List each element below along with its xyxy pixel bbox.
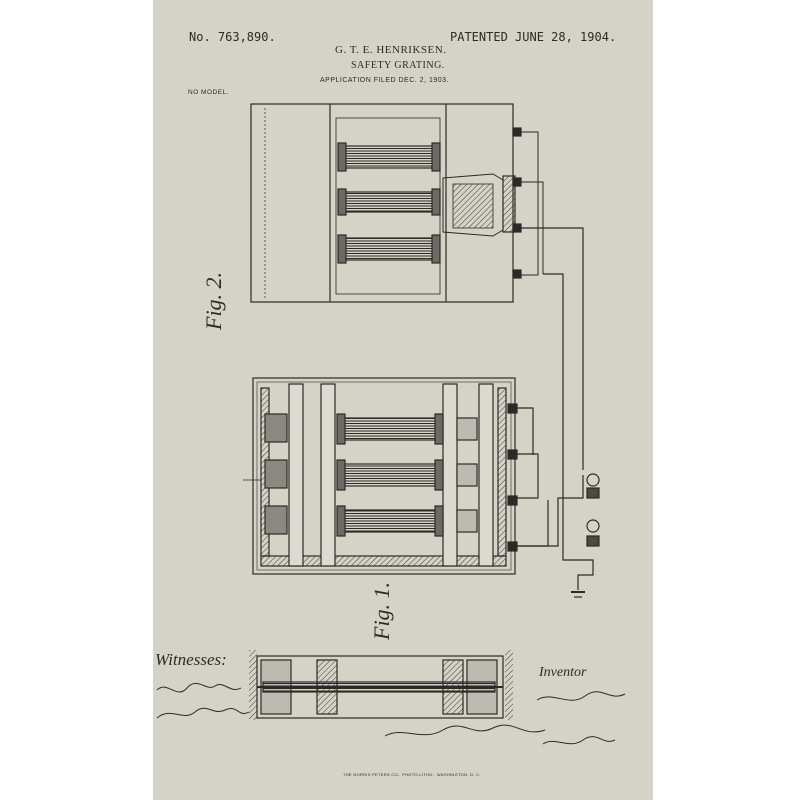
witnesses-label: Witnesses: — [155, 650, 227, 669]
no-model-note: NO MODEL. — [188, 89, 229, 96]
application-filed: APPLICATION FILED DEC. 2, 1903. — [320, 77, 449, 84]
section-view-drawing — [249, 650, 513, 720]
patent-drawing — [243, 103, 600, 720]
patent-date: PATENTED JUNE 28, 1904. — [450, 30, 617, 44]
patent-sheet: No. 763,890. PATENTED JUNE 28, 1904. G. … — [153, 0, 653, 800]
figure-2-drawing — [250, 103, 584, 475]
printer-imprint: THE NORRIS PETERS CO., PHOTO-LITHO., WAS… — [343, 772, 481, 777]
handwritten-signatures — [156, 682, 626, 745]
patent-number: No. 763,890. — [189, 30, 276, 44]
inventor-name: G. T. E. HENRIKSEN. — [335, 44, 447, 56]
inventor-label: Inventor — [539, 665, 587, 680]
figure-1-drawing — [243, 377, 600, 598]
patent-title: SAFETY GRATING. — [351, 60, 445, 71]
